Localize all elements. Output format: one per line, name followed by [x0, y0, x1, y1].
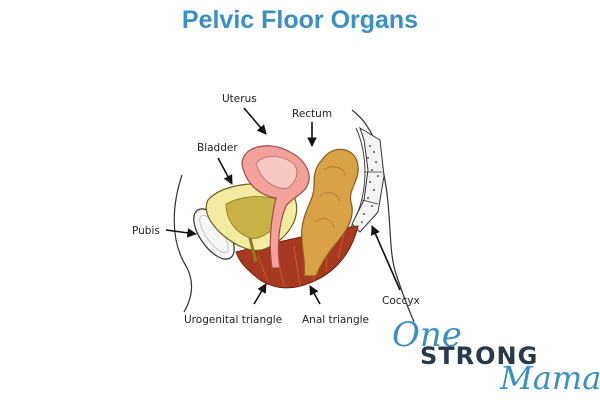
label-rectum: Rectum	[292, 108, 332, 120]
pubis-arrow	[165, 228, 197, 238]
body-outline-front	[173, 174, 193, 313]
bladder-arrow	[217, 157, 233, 185]
label-bladder: Bladder	[197, 142, 238, 154]
label-coccyx: Coccyx	[382, 295, 420, 307]
coccyx-bone-texture	[361, 145, 379, 223]
urogenital-arrow	[253, 283, 267, 305]
label-pubis: Pubis	[132, 225, 160, 237]
logo-one-text: One	[392, 315, 462, 355]
anal-arrow	[309, 285, 321, 305]
label-arrows	[165, 107, 401, 305]
logo-mama-text: Mama	[500, 359, 600, 397]
uterus-arrow	[243, 107, 267, 135]
label-uterus: Uterus	[222, 93, 257, 105]
coccyx-bone	[351, 126, 385, 233]
label-urogenital-triangle: Urogenital triangle	[184, 314, 282, 326]
coccyx-arrow	[371, 225, 401, 291]
page-title: Pelvic Floor Organs	[181, 6, 419, 34]
logo-strong-text: STRONG	[420, 342, 539, 370]
label-anal-triangle: Anal triangle	[302, 314, 369, 326]
rectum-organ	[300, 148, 359, 277]
